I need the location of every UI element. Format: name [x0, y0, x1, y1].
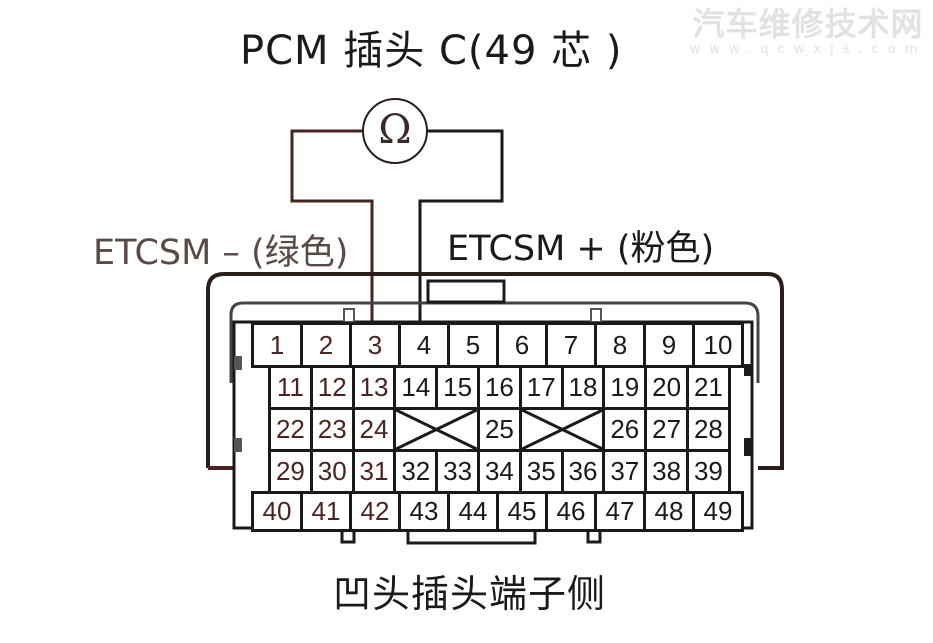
connector-pin-31: 31: [351, 449, 397, 494]
connector-pin-22: 22: [268, 407, 313, 452]
blank-pin-position: [393, 407, 480, 452]
watermark: 汽车维修技术网 www.qcwxjs.com: [688, 6, 928, 58]
connector-pin-45: 45: [496, 491, 548, 532]
connector-pin-8: 8: [594, 322, 646, 368]
connector-pin-38: 38: [644, 449, 689, 494]
connector-pin-27: 27: [644, 407, 689, 452]
connector-pin-19: 19: [602, 365, 648, 410]
connector-pin-21: 21: [686, 365, 731, 410]
watermark-url: www.qcwxjs.com: [689, 42, 927, 57]
connector-pin-32: 32: [393, 449, 439, 494]
connector-pin-17: 17: [518, 365, 564, 410]
connector-pin-15: 15: [435, 365, 480, 410]
connector-pin-13: 13: [351, 365, 397, 410]
connector-shell-outer: [206, 272, 784, 470]
bottom-latch: [406, 528, 537, 545]
connector-pin-5: 5: [447, 322, 499, 368]
connector-pin-20: 20: [644, 365, 689, 410]
ohmmeter-icon: Ω: [362, 98, 428, 164]
connector-pin-1: 1: [251, 322, 303, 368]
connector-pin-26: 26: [602, 407, 648, 452]
side-key-left-top: [234, 356, 242, 370]
connector-pin-10: 10: [692, 322, 744, 368]
positive-probe-label: ETCSM + (粉色): [447, 229, 715, 269]
negative-probe-label: ETCSM – (绿色): [93, 233, 349, 273]
side-key-right-top: [744, 364, 752, 376]
connector-pin-12: 12: [309, 365, 355, 410]
connector-pin-23: 23: [309, 407, 355, 452]
blank-cross-icon: [396, 410, 477, 449]
connector-pin-41: 41: [300, 491, 352, 532]
positive-probe-wire: [418, 129, 504, 325]
top-tab-right: [590, 308, 602, 323]
connector-pin-6: 6: [496, 322, 548, 368]
connector-pin-28: 28: [686, 407, 731, 452]
connector-pin-9: 9: [643, 322, 695, 368]
connector-pin-4: 4: [398, 322, 450, 368]
watermark-brand: 汽车维修技术网: [692, 5, 924, 43]
connector-pin-18: 18: [560, 365, 606, 410]
connector-pin-24: 24: [351, 407, 397, 452]
connector-pin-14: 14: [393, 365, 439, 410]
connector-pin-33: 33: [435, 449, 480, 494]
negative-probe-wire: [290, 129, 374, 325]
connector-pin-2: 2: [300, 322, 352, 368]
top-tab-left: [343, 308, 355, 323]
connector-pin-46: 46: [545, 491, 597, 532]
connector-pin-39: 39: [686, 449, 731, 494]
connector-pin-49: 49: [692, 491, 744, 532]
connector-pin-3: 3: [349, 322, 401, 368]
connector-latch: [426, 279, 506, 304]
connector-pin-48: 48: [643, 491, 695, 532]
connector-pin-36: 36: [560, 449, 606, 494]
diagram-title: PCM 插头 C(49 芯 ): [240, 28, 623, 74]
side-key-right-bottom: [744, 438, 752, 456]
connector-pin-37: 37: [602, 449, 648, 494]
connector-pin-34: 34: [477, 449, 522, 494]
connector-pin-30: 30: [309, 449, 355, 494]
connector-pin-25: 25: [477, 407, 522, 452]
connector-pin-7: 7: [545, 322, 597, 368]
connector-pin-40: 40: [251, 491, 303, 532]
side-key-left-bottom: [234, 438, 242, 452]
connector-pin-35: 35: [518, 449, 564, 494]
connector-view-caption: 凹头插头端子侧: [333, 572, 607, 616]
connector-pin-11: 11: [268, 365, 313, 410]
connector-pin-44: 44: [447, 491, 499, 532]
connector-pin-29: 29: [268, 449, 313, 494]
connector-pin-42: 42: [349, 491, 401, 532]
connector-pin-47: 47: [594, 491, 646, 532]
blank-cross-icon: [522, 410, 603, 449]
blank-pin-position: [518, 407, 606, 452]
connector-pin-43: 43: [398, 491, 450, 532]
connector-pin-16: 16: [477, 365, 522, 410]
